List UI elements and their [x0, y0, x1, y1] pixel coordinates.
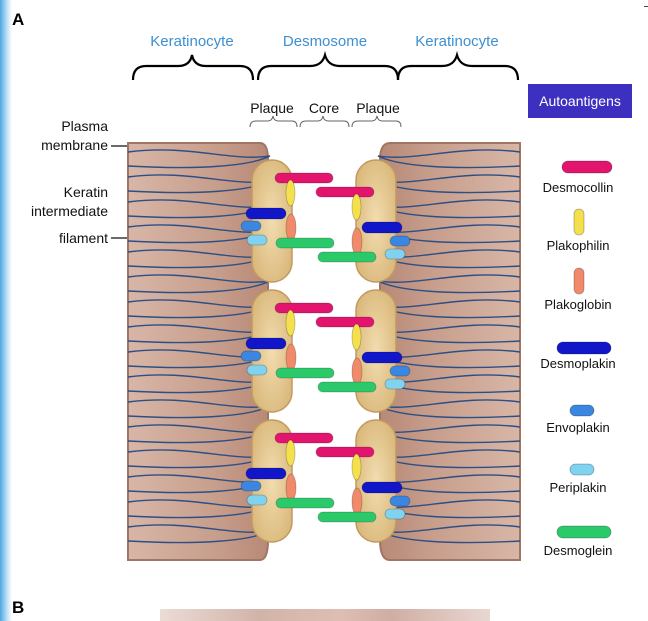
- plakoglobin-bar: [286, 214, 296, 241]
- subheader-plaque-left: Plaque: [250, 100, 294, 116]
- plaque-right: [356, 160, 396, 282]
- plakoglobin-bar: [286, 344, 296, 371]
- label-keratin-line3: filament: [59, 230, 108, 246]
- desmoglein-bar: [318, 512, 376, 522]
- subheader-core: Core: [309, 100, 340, 116]
- periplakin-bar: [385, 379, 405, 389]
- legend-label-desmoplakin: Desmoplakin: [523, 356, 633, 371]
- desmocollin-bar: [275, 173, 333, 183]
- envoplakin-bar: [241, 481, 261, 491]
- plakoglobin-bar: [352, 228, 362, 255]
- plakophilin-bar: [352, 194, 361, 220]
- plakophilin-bar: [352, 324, 361, 350]
- legend-swatch-envoplakin-icon: [570, 405, 594, 416]
- desmocollin-bar: [316, 317, 374, 327]
- label-keratin-line1: Keratin: [64, 184, 108, 200]
- label-keratin-line2: intermediate: [31, 203, 108, 219]
- panel-b-micrograph-strip: [160, 609, 490, 621]
- legend-label-desmocollin: Desmocollin: [523, 180, 633, 195]
- plakoglobin-bar: [352, 358, 362, 385]
- envoplakin-bar: [390, 366, 410, 376]
- desmoplakin-bar: [362, 352, 402, 363]
- desmoglein-bar: [318, 252, 376, 262]
- autoantigens-title: Autoantigens: [528, 84, 632, 118]
- periplakin-bar: [385, 509, 405, 519]
- legend-label-envoplakin: Envoplakin: [523, 420, 633, 435]
- legend-swatch-desmoglein-icon: [557, 526, 611, 538]
- desmoglein-bar: [318, 382, 376, 392]
- legend-label-desmoglein: Desmoglein: [523, 543, 633, 558]
- legend-label-plakophilin: Plakophilin: [523, 238, 633, 253]
- desmoglein-bar: [276, 238, 334, 248]
- desmoplakin-bar: [362, 482, 402, 493]
- desmocollin-bar: [316, 187, 374, 197]
- desmocollin-bar: [275, 303, 333, 313]
- plakophilin-bar: [286, 440, 295, 466]
- plakophilin-bar: [286, 180, 295, 206]
- desmoplakin-bar: [246, 468, 286, 479]
- plakoglobin-bar: [352, 488, 362, 515]
- plakophilin-bar: [352, 454, 361, 480]
- legend-label-periplakin: Periplakin: [523, 480, 633, 495]
- periplakin-bar: [247, 495, 267, 505]
- desmoglein-bar: [276, 368, 334, 378]
- desmocollin-bar: [316, 447, 374, 457]
- desmoplakin-bar: [362, 222, 402, 233]
- legend-swatch-plakophilin-icon: [574, 209, 584, 235]
- legend-label-plakoglobin: Plakoglobin: [523, 297, 633, 312]
- envoplakin-bar: [241, 221, 261, 231]
- header-braces: [133, 55, 518, 80]
- label-plasma-line1: Plasma: [61, 118, 108, 134]
- header-keratinocyte-right: Keratinocyte: [415, 33, 498, 50]
- periplakin-bar: [247, 365, 267, 375]
- envoplakin-bar: [241, 351, 261, 361]
- subheader-braces: [250, 116, 401, 127]
- label-plasma-line2: membrane: [41, 137, 108, 153]
- periplakin-bar: [247, 235, 267, 245]
- desmoplakin-bar: [246, 338, 286, 349]
- plaque-right: [356, 420, 396, 542]
- legend-swatch-desmocollin-icon: [562, 161, 612, 173]
- plakophilin-bar: [286, 310, 295, 336]
- envoplakin-bar: [390, 236, 410, 246]
- plaque-right: [356, 290, 396, 412]
- subheader-plaque-right: Plaque: [356, 100, 400, 116]
- desmoglein-bar: [276, 498, 334, 508]
- legend-swatch-periplakin-icon: [570, 464, 594, 475]
- desmoplakin-bar: [246, 208, 286, 219]
- legend-swatch-desmoplakin-icon: [557, 342, 611, 354]
- legend-swatch-plakoglobin-icon: [574, 268, 584, 294]
- header-desmosome: Desmosome: [283, 33, 367, 50]
- envoplakin-bar: [390, 496, 410, 506]
- desmocollin-bar: [275, 433, 333, 443]
- periplakin-bar: [385, 249, 405, 259]
- plakoglobin-bar: [286, 474, 296, 501]
- header-keratinocyte-left: Keratinocyte: [150, 33, 233, 50]
